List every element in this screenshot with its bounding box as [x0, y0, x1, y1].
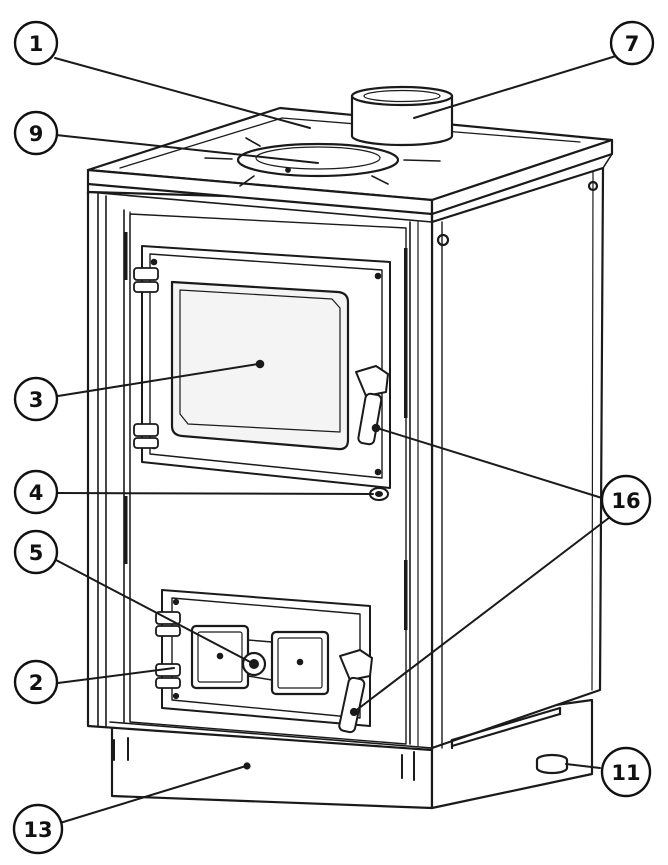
hot-plate	[204, 137, 441, 187]
side-panel	[430, 166, 605, 775]
callout-2: 2	[13, 659, 59, 705]
callout-16: 16	[600, 474, 652, 526]
callout-1: 1	[13, 20, 59, 66]
callout-11: 11	[600, 746, 652, 798]
callout-13: 13	[12, 803, 64, 855]
flue-collar	[350, 85, 454, 147]
callout-label-4: 4	[29, 481, 44, 505]
callout-5: 5	[13, 529, 59, 575]
callouts: 1 7 9 3 4 16 5 2	[12, 20, 655, 855]
callout-3: 3	[13, 376, 59, 422]
callout-9: 9	[13, 110, 59, 156]
callout-label-5: 5	[29, 541, 44, 565]
callout-7: 7	[609, 20, 655, 66]
callout-label-1: 1	[29, 32, 44, 56]
callout-4: 4	[13, 469, 59, 515]
top-plate	[86, 106, 614, 224]
callout-label-9: 9	[29, 122, 44, 146]
callout-label-2: 2	[29, 671, 44, 695]
callout-label-7: 7	[625, 32, 640, 56]
leader-lines	[54, 55, 617, 824]
ash-door	[155, 589, 373, 734]
callout-label-16: 16	[611, 489, 640, 513]
callout-label-13: 13	[23, 818, 52, 842]
fire-door	[133, 245, 391, 501]
callout-label-11: 11	[611, 761, 640, 785]
callout-label-3: 3	[29, 388, 44, 412]
